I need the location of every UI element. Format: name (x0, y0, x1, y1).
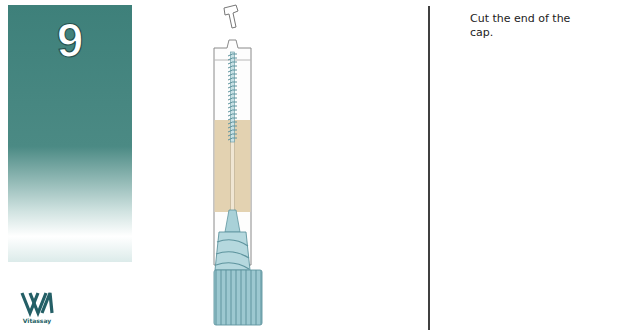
logo-mark (22, 293, 52, 313)
divider-line (428, 6, 430, 330)
knurled-base (214, 270, 262, 325)
swab-tip (228, 52, 237, 142)
step-number-panel: 9 (8, 5, 132, 262)
cut-cap-tip (224, 5, 238, 28)
swab-holder (225, 210, 240, 232)
logo-wordmark: Vitassay (14, 317, 60, 325)
step-panel (8, 5, 132, 262)
screw-cap (215, 232, 250, 270)
tube-body (214, 40, 262, 325)
step-number: 9 (8, 17, 132, 65)
swab-stick (231, 140, 235, 215)
instruction-text: Cut the end of the cap. (470, 12, 580, 40)
